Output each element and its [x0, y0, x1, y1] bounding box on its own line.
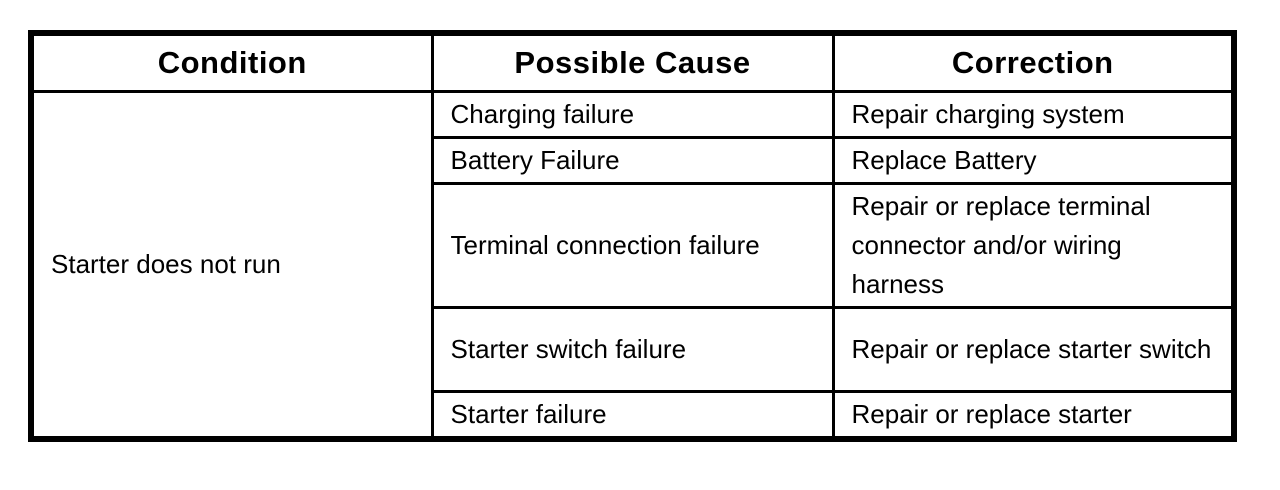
- cause-cell: Charging failure: [430, 90, 835, 139]
- cause-cell: Starter switch failure: [430, 306, 835, 393]
- correction-cell: Repair or replace starter: [831, 390, 1236, 441]
- header-possible-cause: Possible Cause: [430, 31, 835, 93]
- cause-cell: Terminal connection failure: [430, 182, 835, 309]
- header-correction: Correction: [831, 31, 1236, 93]
- cause-cell: Battery Failure: [430, 136, 835, 185]
- correction-cell: Repair or replace starter switch: [831, 306, 1236, 393]
- table-row: Starter switch failure Repair or replace…: [31, 306, 1236, 393]
- correction-cell: Repair charging system: [831, 90, 1236, 139]
- table-row: Starter failure Repair or replace starte…: [31, 390, 1236, 441]
- table-row: Battery Failure Replace Battery: [31, 136, 1236, 185]
- cause-cell: Starter failure: [430, 390, 835, 441]
- condition-cell: Starter does not run: [29, 90, 434, 441]
- table-row: Starter does not run Charging failure Re…: [29, 90, 1236, 441]
- correction-cell: Replace Battery: [831, 136, 1236, 185]
- header-condition: Condition: [29, 31, 434, 93]
- table-header-row: Condition Possible Cause Correction: [29, 31, 1236, 93]
- table-row: Terminal connection failure Repair or re…: [31, 182, 1236, 309]
- correction-cell: Repair or replace terminal connector and…: [831, 182, 1236, 309]
- troubleshooting-table: Condition Possible Cause Correction Star…: [28, 30, 1237, 442]
